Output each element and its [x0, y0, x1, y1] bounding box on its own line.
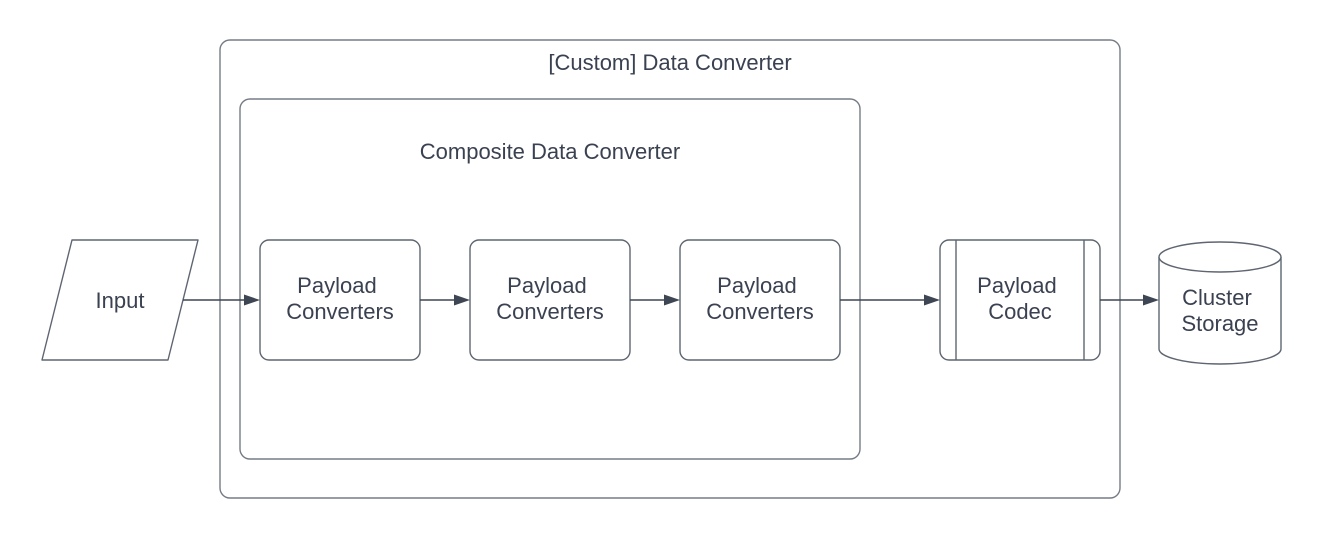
payload-converters-label-3: Payload Converters — [706, 273, 814, 324]
payload-converters-node-1: Payload Converters — [259, 239, 421, 361]
payload-codec-node: Payload Codec — [939, 239, 1101, 361]
arrow-converter3-to-codec — [840, 294, 940, 306]
payload-converters-label-3-line2: Converters — [706, 299, 814, 324]
payload-converters-label-2: Payload Converters — [496, 273, 604, 324]
composite-data-converter-group: Composite Data Converter — [239, 98, 861, 460]
payload-converters-label-3-line1: Payload — [717, 273, 797, 298]
arrow-codec-to-storage-head — [1143, 294, 1159, 306]
custom-data-converter-group: [Custom] Data Converter — [219, 39, 1121, 499]
cluster-storage-node: Cluster Storage — [1158, 241, 1282, 365]
composite-data-converter-box — [239, 98, 861, 460]
custom-data-converter-box — [219, 39, 1121, 499]
input-label: Input — [96, 288, 145, 313]
payload-converters-node-2: Payload Converters — [469, 239, 631, 361]
payload-converters-label-2-line1: Payload — [507, 273, 587, 298]
arrow-input-to-converter1 — [183, 294, 260, 306]
arrow-converter1-to-converter2 — [420, 294, 470, 306]
arrow-converter2-to-converter3 — [630, 294, 680, 306]
arrow-codec-to-storage — [1100, 294, 1159, 306]
arrow-converter1-to-converter2-head — [454, 294, 470, 306]
custom-data-converter-label: [Custom] Data Converter — [548, 50, 791, 75]
payload-converters-label-2-line2: Converters — [496, 299, 604, 324]
payload-converters-label-1-line1: Payload — [297, 273, 377, 298]
arrow-converter3-to-codec-head — [924, 294, 940, 306]
payload-converters-label-1: Payload Converters — [286, 273, 394, 324]
composite-data-converter-label: Composite Data Converter — [420, 139, 680, 164]
cluster-storage-label-line1: Cluster — [1182, 285, 1252, 310]
payload-codec-label: Payload Codec — [977, 273, 1063, 324]
cluster-storage-cylinder-top — [1158, 241, 1282, 273]
payload-converters-label-1-line2: Converters — [286, 299, 394, 324]
cluster-storage-cylinder-body — [1158, 257, 1282, 365]
payload-codec-label-line2: Codec — [988, 299, 1052, 324]
input-node: Input — [41, 239, 199, 361]
cluster-storage-label-line2: Storage — [1181, 311, 1258, 336]
arrow-input-to-converter1-head — [244, 294, 260, 306]
payload-codec-label-line1: Payload — [977, 273, 1057, 298]
cluster-storage-label: Cluster Storage — [1181, 285, 1258, 336]
payload-converters-node-3: Payload Converters — [679, 239, 841, 361]
input-parallelogram — [41, 239, 199, 361]
arrow-converter2-to-converter3-head — [664, 294, 680, 306]
